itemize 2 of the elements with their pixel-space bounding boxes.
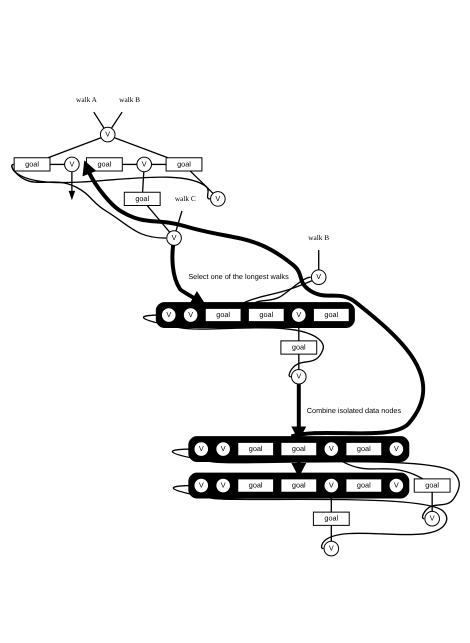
edge-label: Combine isolated data nodes [306,406,401,415]
edge-label: Select one of the longest walks [188,272,288,281]
